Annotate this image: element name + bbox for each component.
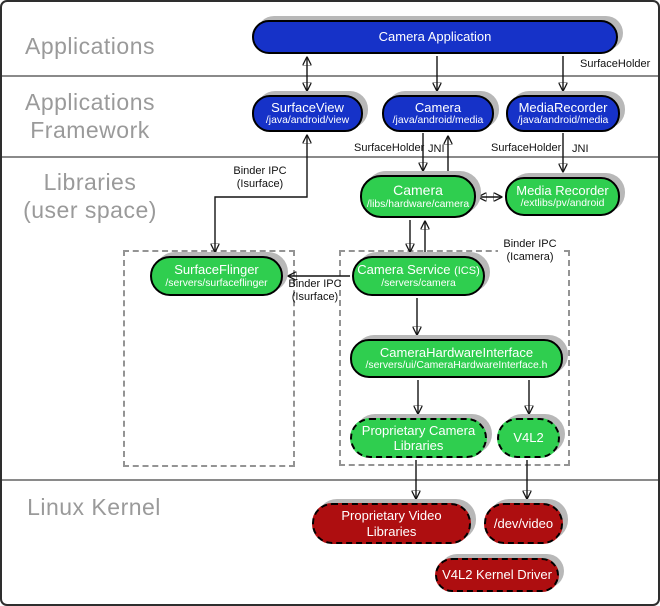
layer-label-text: (user space) bbox=[23, 197, 157, 223]
node-subtitle: /java/android/media bbox=[517, 115, 609, 127]
label-surfaceholder-top: SurfaceHolder bbox=[580, 58, 651, 70]
node-proprietary-camera-libraries: Proprietary Camera Libraries bbox=[350, 418, 487, 458]
separator-framework bbox=[2, 156, 658, 158]
node-title: Camera Application bbox=[378, 29, 492, 45]
node-subtitle: /servers/ui/CameraHardwareInterface.h bbox=[365, 360, 548, 372]
node-title: Camera bbox=[414, 99, 462, 115]
node-title: Proprietary Video bbox=[341, 508, 442, 524]
layer-label-libraries: Libraries (user space) bbox=[5, 168, 175, 224]
label-binder-isurface-top: Binder IPC (Isurface) bbox=[233, 165, 287, 190]
node-media-recorder-lib: Media Recorder /extlibs/pv/android bbox=[505, 177, 620, 216]
node-mediarecorder-java: MediaRecorder /java/android/media bbox=[506, 95, 620, 132]
label-surfaceholder-camera: SurfaceHolder bbox=[354, 142, 425, 154]
node-proprietary-video-libraries: Proprietary Video Libraries bbox=[312, 503, 471, 544]
label-binder-isurface-mid: Binder IPC (Isurface) bbox=[288, 278, 342, 303]
separator-kernel bbox=[2, 479, 658, 481]
layer-label-text: Applications bbox=[24, 89, 156, 115]
node-title: Libraries bbox=[393, 438, 444, 453]
node-subtitle: /java/android/media bbox=[392, 115, 484, 127]
label-binder-icamera: Binder IPC (Icamera) bbox=[498, 238, 562, 264]
node-title: CameraHardwareInterface bbox=[379, 344, 534, 360]
node-v4l2-kernel-driver: V4L2 Kernel Driver bbox=[435, 558, 559, 592]
label-surfaceholder-recorder: SurfaceHolder bbox=[491, 142, 562, 154]
layer-label-applications: Applications bbox=[10, 32, 170, 60]
node-title: SurfaceView bbox=[271, 99, 344, 115]
node-camera-java: Camera /java/android/media bbox=[382, 95, 494, 132]
node-surfaceflinger: SurfaceFlinger /servers/surfaceflinger bbox=[150, 256, 283, 296]
layer-label-text: Linux Kernel bbox=[27, 494, 161, 520]
separator-applications bbox=[2, 75, 658, 77]
node-subtitle: /servers/surfaceflinger bbox=[165, 277, 268, 289]
node-camera-service: Camera Service (ICS) /servers/camera bbox=[352, 256, 485, 296]
node-subtitle: /servers/camera bbox=[381, 277, 456, 289]
node-camera-lib: Camera /libs/hardware/camera bbox=[360, 175, 476, 218]
node-v4l2: V4L2 bbox=[497, 418, 560, 458]
node-title: Libraries bbox=[366, 523, 417, 539]
node-title: Camera Service (ICS) bbox=[357, 261, 480, 277]
arrow-surfaceview-surfaceflinger bbox=[215, 136, 307, 251]
node-camera-hardware-interface: CameraHardwareInterface /servers/ui/Came… bbox=[350, 339, 563, 378]
node-title: V4L2 bbox=[513, 430, 544, 446]
layer-label-text: Libraries bbox=[43, 169, 137, 195]
node-dev-video: /dev/video bbox=[484, 503, 563, 544]
node-surfaceview: SurfaceView /java/android/view bbox=[252, 95, 363, 132]
label-jni-camera: JNI bbox=[428, 143, 445, 155]
node-title: V4L2 Kernel Driver bbox=[442, 567, 552, 583]
node-title: SurfaceFlinger bbox=[174, 262, 259, 278]
layer-label-framework: Applications Framework bbox=[10, 88, 170, 144]
node-title: MediaRecorder bbox=[518, 99, 608, 115]
node-title: Camera bbox=[393, 182, 443, 199]
node-title: Proprietary Camera bbox=[361, 422, 476, 438]
dashed-group-cameraservice bbox=[339, 250, 570, 466]
layer-label-text: Framework bbox=[30, 117, 150, 143]
label-jni-recorder: JNI bbox=[572, 143, 589, 155]
node-subtitle: /java/android/view bbox=[265, 115, 350, 127]
dashed-group-surfaceflinger bbox=[123, 250, 295, 467]
node-title: /dev/video bbox=[493, 515, 554, 531]
node-title: Media Recorder bbox=[516, 182, 609, 198]
layer-label-kernel: Linux Kernel bbox=[10, 493, 178, 521]
node-subtitle: /libs/hardware/camera bbox=[366, 198, 470, 210]
node-camera-application: Camera Application bbox=[252, 20, 618, 54]
node-subtitle: /extlibs/pv/android bbox=[520, 198, 605, 210]
layer-label-text: Applications bbox=[24, 33, 156, 59]
